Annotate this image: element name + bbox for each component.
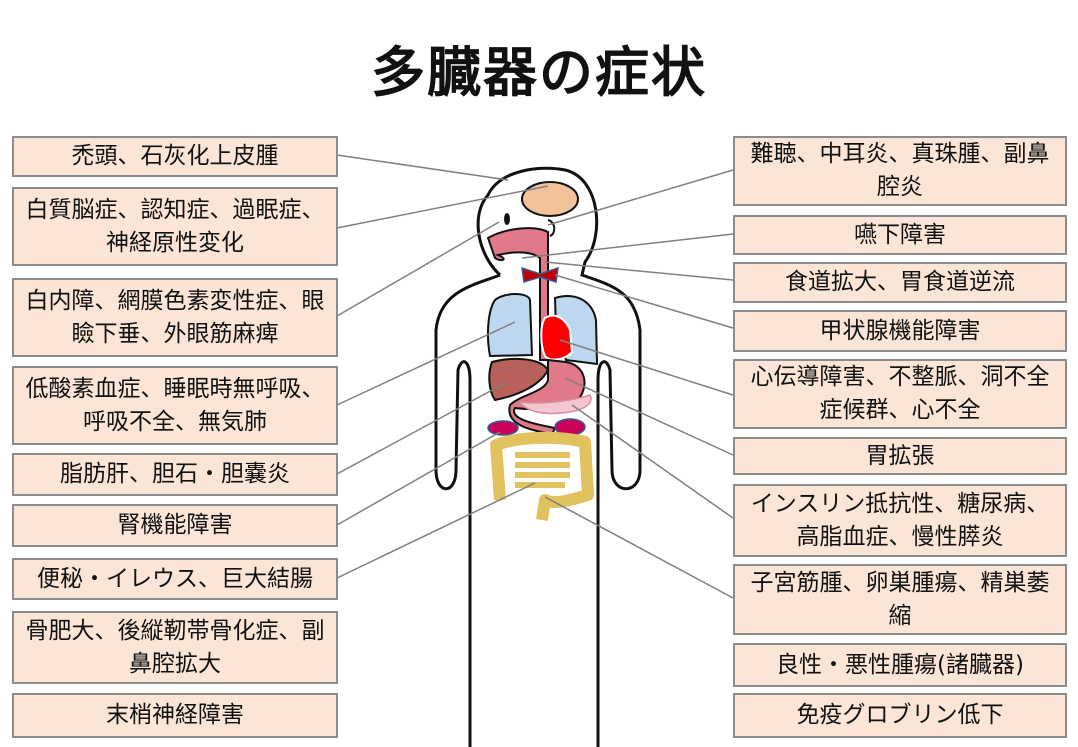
symptom-box-stomach: 胃拡張 <box>733 437 1067 475</box>
symptom-box-heart: 心伝導障害、不整脈、洞不全症候群、心不全 <box>733 359 1067 429</box>
symptom-box-pancreas: インスリン抵抗性、糖尿病、高脂血症、慢性膵炎 <box>733 484 1067 557</box>
brain <box>521 181 579 217</box>
symptom-box-bone: 骨肥大、後縦靭帯骨化症、副鼻腔拡大 <box>12 611 338 684</box>
symptom-box-liver: 脂肪肝、胆石・胆嚢炎 <box>12 453 338 496</box>
symptom-box-eye: 白内障、網膜色素変性症、眼瞼下垂、外眼筋麻痺 <box>12 278 338 357</box>
symptom-box-hair: 禿頭、石灰化上皮腫 <box>12 136 338 177</box>
symptom-box-immune: 免疫グロブリン低下 <box>733 693 1067 738</box>
symptom-box-esophagus: 食道拡大、胃食道逆流 <box>733 262 1067 303</box>
heart <box>540 314 574 361</box>
symptom-box-tumor: 良性・悪性腫瘍(諸臓器) <box>733 643 1067 687</box>
page-title: 多臓器の症状 <box>371 41 707 104</box>
liver <box>488 357 550 402</box>
symptom-box-swallow: 嚥下障害 <box>733 215 1067 255</box>
symptom-box-ear: 難聴、中耳炎、真珠腫、副鼻腔炎 <box>733 136 1067 206</box>
eye-icon <box>504 213 510 225</box>
pancreas <box>518 394 592 415</box>
symptom-box-lung: 低酸素血症、睡眠時無呼吸、呼吸不全、無気肺 <box>12 366 338 445</box>
symptom-box-nerve: 末梢神経障害 <box>12 693 338 738</box>
symptom-box-reproductive: 子宮筋腫、卵巣腫瘍、精巣萎縮 <box>733 564 1067 635</box>
symptom-box-thyroid: 甲状腺機能障害 <box>733 310 1067 352</box>
symptom-box-kidney: 腎機能障害 <box>12 504 338 547</box>
ear-icon <box>547 219 556 237</box>
leader-lines <box>336 154 734 599</box>
left-kidney <box>487 420 519 436</box>
small-intestine <box>515 452 570 488</box>
thyroid <box>521 266 559 283</box>
symptom-box-colon: 便秘・イレウス、巨大結腸 <box>12 558 338 600</box>
symptom-box-brain: 白質脳症、認知症、過眠症、神経原性変化 <box>12 187 338 266</box>
